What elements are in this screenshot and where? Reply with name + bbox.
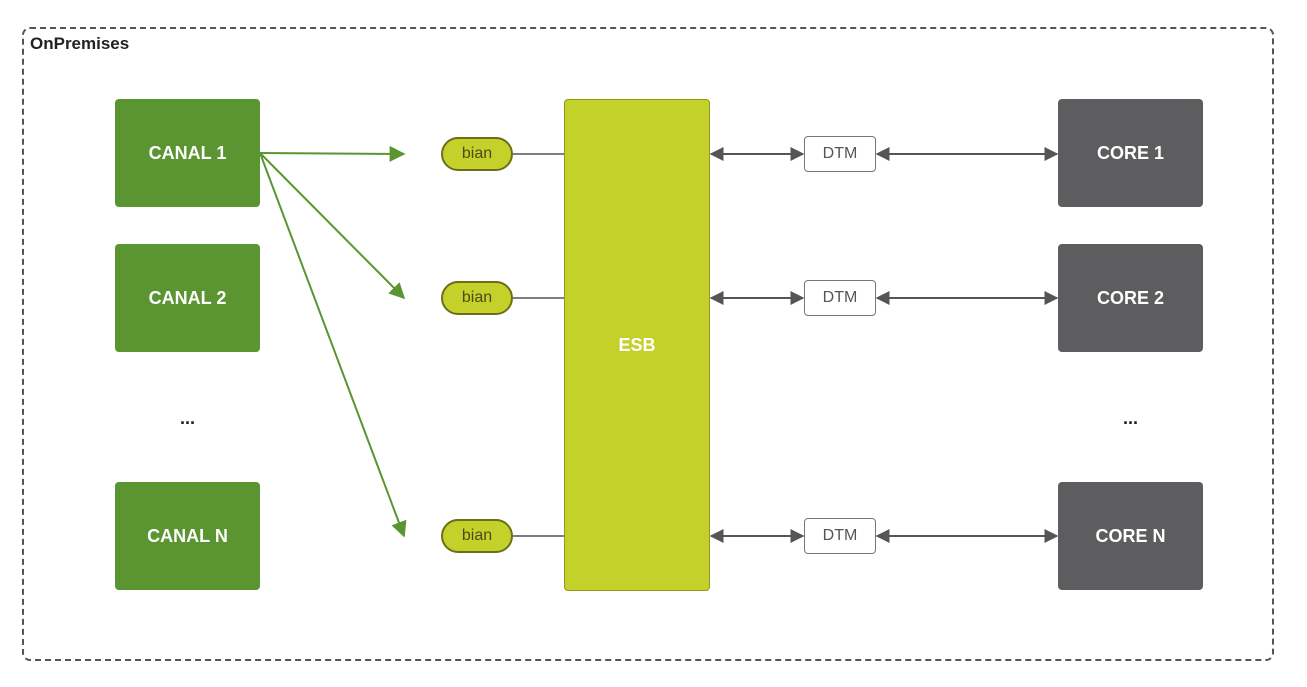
- bian-pill-2: bian: [441, 281, 513, 315]
- core-ellipsis: ...: [1122, 408, 1138, 428]
- dtm-box-2: DTM: [804, 280, 876, 316]
- core-2-box: CORE 2: [1058, 244, 1203, 352]
- boundary-label: OnPremises: [30, 34, 130, 53]
- canal-ellipsis: ...: [179, 408, 195, 428]
- canal-1-box: CANAL 1: [115, 99, 260, 207]
- core-n-box: CORE N: [1058, 482, 1203, 590]
- canal-arrow-3: [259, 152, 407, 538]
- bian-pill-1: bian: [441, 137, 513, 171]
- canal-arrow-1: [259, 145, 406, 162]
- esb-box: ESB: [564, 99, 710, 591]
- canal-n-box: CANAL N: [115, 482, 260, 590]
- bian-pill-3: bian: [441, 519, 513, 553]
- core-1-box: CORE 1: [1058, 99, 1203, 207]
- onpremises-boundary: [22, 27, 1274, 661]
- dtm-box-3: DTM: [804, 518, 876, 554]
- dtm-box-1: DTM: [804, 136, 876, 172]
- canal-arrow-2: [259, 152, 406, 300]
- canal-2-box: CANAL 2: [115, 244, 260, 352]
